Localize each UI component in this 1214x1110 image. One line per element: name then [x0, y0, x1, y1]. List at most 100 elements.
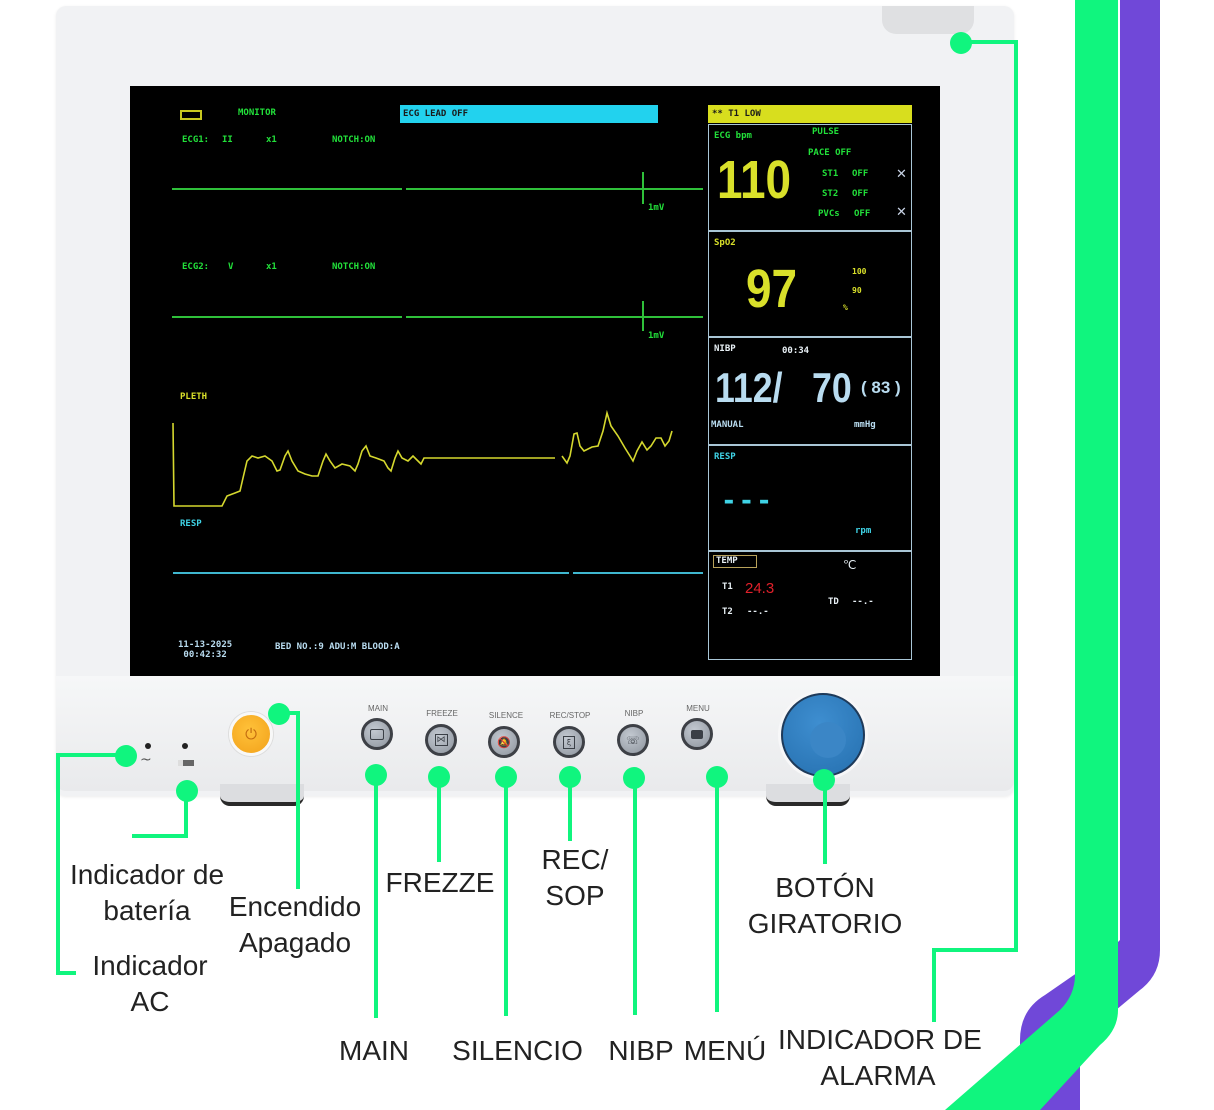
pleth-label: PLETH — [180, 392, 208, 402]
date: 11-13-2025 — [178, 640, 233, 650]
ecg-panel: ECG bpm PULSE PACE OFF 110 ST1 OFF ST2 O… — [708, 124, 912, 231]
nibp-diastolic: 70 — [812, 364, 852, 411]
key-label-silence: SILENCE — [488, 711, 524, 720]
pulse-label: PULSE — [812, 127, 840, 137]
callout-rec: REC/ SOP — [535, 842, 615, 914]
callout-rec-line2: SOP — [545, 880, 605, 911]
pvcs-value: OFF — [854, 209, 871, 219]
battery-led — [182, 743, 188, 749]
callout-nibp: NIBP — [608, 1035, 674, 1066]
st2-label: ST2 — [822, 189, 839, 199]
callout-line — [823, 780, 827, 864]
resp-unit: rpm — [855, 526, 872, 536]
ecg2-scale: 1mV — [648, 331, 665, 341]
resp-panel: RESP --- rpm — [708, 445, 912, 551]
t2-label: T2 — [722, 607, 733, 617]
callout-menu: MENÚ — [683, 1035, 767, 1066]
rec-stop-button[interactable]: ξ — [553, 726, 585, 758]
callout-line — [1014, 40, 1018, 952]
callout-power-line2: Apagado — [238, 927, 352, 958]
ecg1-gain: x1 — [266, 135, 277, 145]
callout-dot-ac — [115, 745, 137, 767]
td-label: TD — [828, 597, 839, 607]
time: 00:42:32 — [183, 650, 227, 660]
callout-battery-line1: Indicador de — [69, 859, 225, 890]
freeze-button[interactable]: ⋈ — [425, 724, 457, 756]
left-foot — [220, 784, 304, 806]
silence-button[interactable]: 🔕 — [488, 726, 520, 758]
monitor-screen: MONITOR ECG LEAD OFF ** T1 LOW ECG1: II … — [130, 86, 940, 676]
nibp-timer: 00:34 — [782, 346, 810, 356]
key-label-main: MAIN — [368, 704, 388, 713]
spo2-upper-limit: 100 — [852, 267, 867, 276]
nibp-button[interactable]: ☏ — [617, 724, 649, 756]
alert-message: ECG LEAD OFF — [400, 105, 658, 123]
st1-label: ST1 — [822, 169, 839, 179]
callout-knob-line2: GIRATORIO — [747, 908, 903, 939]
power-button[interactable]: ⏻ — [229, 712, 273, 756]
resp-trace-2 — [573, 572, 703, 574]
callout-line — [932, 948, 936, 1022]
callout-power: Encendido Apagado — [220, 889, 370, 961]
pleth-waveform — [172, 409, 673, 507]
callout-alarm-line2: ALARMA — [820, 1060, 936, 1091]
ac-symbol: ~ — [140, 752, 152, 768]
callout-line — [374, 774, 378, 1018]
callout-line — [184, 790, 188, 838]
battery-icon — [180, 110, 202, 120]
callout-freeze: FREZZE — [385, 867, 495, 898]
callout-line — [56, 753, 60, 975]
ecg2-notch: NOTCH:ON — [332, 262, 376, 272]
mode-label: MONITOR — [238, 108, 276, 118]
record-icon: ξ — [563, 735, 575, 749]
ecg2-gain: x1 — [266, 262, 277, 272]
cuff-icon: ☏ — [626, 733, 640, 747]
callout-line — [633, 777, 637, 1015]
callout-battery: Indicador de batería — [62, 857, 232, 929]
callout-line — [56, 971, 76, 975]
callout-ac-line2: AC — [130, 986, 170, 1017]
main-button[interactable] — [361, 718, 393, 750]
resp-title: RESP — [714, 452, 736, 462]
callout-knob: BOTÓN GIRATORIO — [740, 870, 910, 942]
ecg1-trace — [172, 188, 402, 190]
spo2-panel: SpO2 97 100 90 % — [708, 231, 912, 337]
ecg2-lead: V — [228, 262, 234, 272]
spo2-lower-limit: 90 — [852, 286, 862, 295]
key-label-menu: MENU — [686, 704, 710, 713]
key-label-freeze: FREEZE — [426, 709, 458, 718]
knob-center — [810, 722, 846, 758]
td-value: --.- — [852, 597, 874, 607]
resp-value: --- — [721, 486, 774, 516]
callout-ac-line1: Indicador — [92, 950, 208, 981]
st-alarm-off-icon: ✕ — [896, 167, 907, 182]
callout-line — [56, 753, 120, 757]
ecg1-notch: NOTCH:ON — [332, 135, 376, 145]
key-label-rec-stop: REC/STOP — [549, 711, 591, 720]
ecg1-scale: 1mV — [648, 203, 665, 213]
callout-power-line1: Encendido — [228, 891, 362, 922]
pvcs-label: PVCs — [818, 209, 840, 219]
callout-silence: SILENCIO — [452, 1035, 583, 1066]
right-foot — [766, 784, 850, 806]
ac-led — [145, 743, 151, 749]
datetime: 11-13-2025 00:42:32 — [178, 640, 232, 660]
menu-button[interactable] — [681, 718, 713, 750]
t1-label: T1 — [722, 582, 733, 592]
ecg1-lead: II — [222, 135, 233, 145]
ecg2-trace — [172, 316, 402, 318]
resp-wave-label: RESP — [180, 519, 202, 529]
freeze-icon: ⋈ — [434, 734, 448, 746]
ecg-panel-title: ECG bpm — [714, 131, 752, 141]
nibp-title: NIBP — [714, 344, 736, 354]
callout-line — [504, 776, 508, 1016]
ecg2-lead-label: ECG2: — [182, 262, 210, 272]
rotary-knob[interactable] — [781, 693, 865, 777]
pvcs-alarm-off-icon: ✕ — [896, 205, 907, 220]
callout-line — [296, 711, 300, 889]
spo2-value: 97 — [746, 259, 798, 319]
callout-line — [715, 776, 719, 1012]
alarm-banner: ** T1 LOW — [708, 105, 912, 123]
front-panel — [56, 676, 1014, 791]
